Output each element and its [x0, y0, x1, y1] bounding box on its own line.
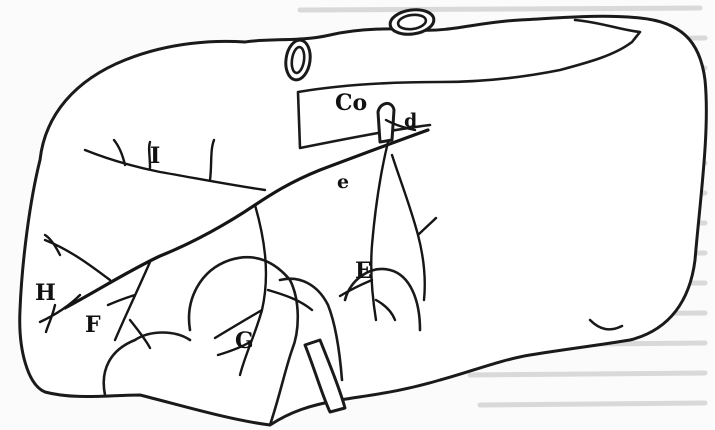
label-h: H: [35, 280, 56, 306]
label-e-segment: E: [355, 258, 372, 284]
label-d: d: [404, 110, 417, 132]
label-co: Co: [335, 90, 367, 116]
label-g: G: [235, 328, 254, 354]
label-f: F: [85, 312, 101, 338]
liver-outline: [20, 16, 707, 425]
label-e: e: [337, 171, 349, 193]
label-i: I: [150, 143, 160, 169]
